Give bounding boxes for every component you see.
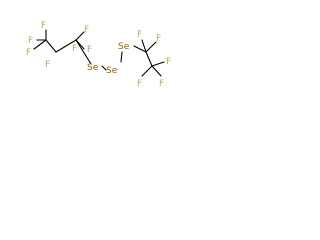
atom-label-se: Se — [87, 63, 99, 73]
bond — [45, 39, 57, 53]
atom-label-f: F — [45, 60, 50, 70]
bond — [141, 39, 147, 53]
atom-label-se: Se — [106, 66, 118, 76]
atom-label-f: F — [26, 48, 31, 58]
atom-label-group: F F F F F F F Se Se Se F F F F F — [26, 21, 171, 89]
bond — [55, 39, 77, 53]
atom-label-f: F — [156, 34, 161, 44]
bond — [141, 65, 153, 77]
atom-label-f: F — [28, 36, 33, 46]
atom-label-se: Se — [118, 42, 130, 52]
bond — [75, 31, 85, 41]
bond-group — [33, 29, 165, 77]
bond — [33, 39, 47, 50]
bond — [145, 41, 157, 53]
structure-svg: F F F F F F F Se Se Se F F F F F — [26, 21, 171, 89]
atom-label-f: F — [166, 57, 171, 67]
bond — [75, 39, 92, 65]
atom-label-f: F — [137, 79, 142, 89]
bond — [133, 45, 147, 53]
atom-label-f: F — [41, 21, 46, 31]
bond — [151, 61, 165, 67]
atom-label-f: F — [72, 44, 77, 54]
atom-label-f: F — [159, 79, 164, 89]
bond — [120, 51, 123, 63]
atom-label-f: F — [87, 45, 92, 55]
bond — [151, 65, 162, 77]
molecule-diagram: F F F F F F F Se Se Se F F F F F — [0, 0, 217, 109]
atom-label-f: F — [84, 25, 89, 35]
bond — [101, 65, 107, 71]
bond — [145, 51, 153, 67]
atom-label-f: F — [137, 30, 142, 40]
